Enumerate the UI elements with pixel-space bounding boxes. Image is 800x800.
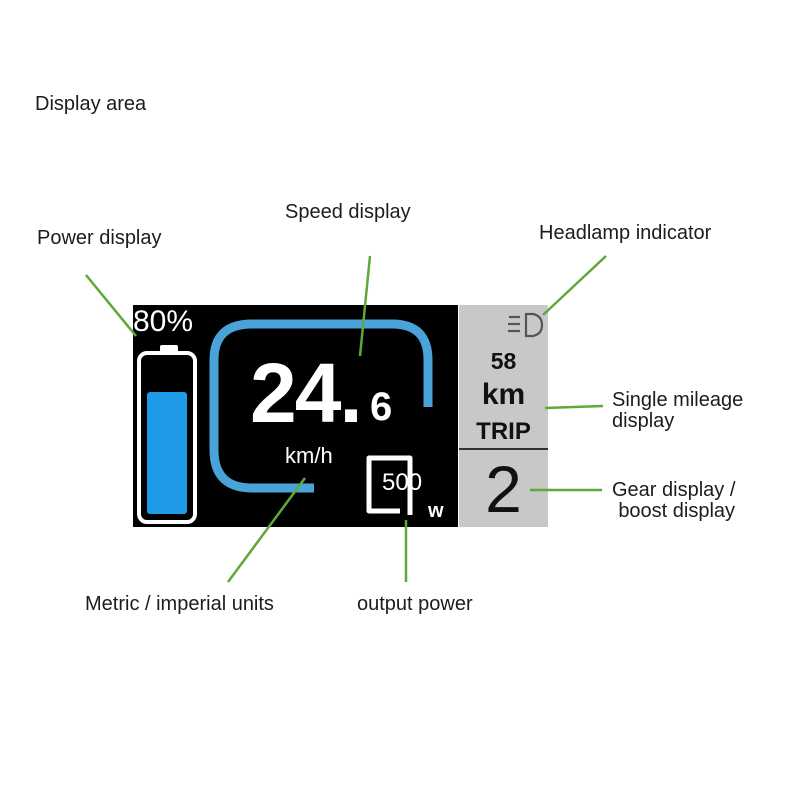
headlamp-bulb xyxy=(524,312,544,338)
leader-line-mileage xyxy=(544,404,604,410)
leader-line-speed xyxy=(358,255,372,357)
label-single-mileage: Single mileage display xyxy=(612,390,743,432)
battery-percentage: 80% xyxy=(133,305,194,338)
headlamp-icon xyxy=(508,312,544,338)
gear-level: 2 xyxy=(485,452,522,526)
label-output-power: output power xyxy=(357,593,473,615)
label-gear-line1: Gear display / xyxy=(612,479,736,501)
side-panel-divider xyxy=(459,448,548,450)
speed-gauge-arc xyxy=(209,319,433,493)
output-power-unit: w xyxy=(428,500,444,522)
label-power-display: Power display xyxy=(37,227,162,249)
leader-line-power xyxy=(85,274,137,337)
battery-icon xyxy=(137,345,197,524)
trip-label: TRIP xyxy=(476,418,531,445)
label-headlamp-indicator: Headlamp indicator xyxy=(539,222,712,244)
label-gear-display: Gear display / boost display xyxy=(612,480,735,522)
label-single-mileage-line2: display xyxy=(612,410,675,432)
output-power-value: 500 xyxy=(382,469,423,496)
label-metric-imperial: Metric / imperial units xyxy=(85,593,274,615)
label-speed-display: Speed display xyxy=(285,201,411,223)
label-gear-line2: boost display xyxy=(618,500,736,522)
battery-fill xyxy=(147,392,187,514)
trip-distance: 58 xyxy=(490,348,517,374)
trip-unit: km xyxy=(481,378,526,411)
speed-value-decimal: 6 xyxy=(370,385,393,429)
diagram-title: Display area xyxy=(35,93,147,115)
leader-line-headlamp xyxy=(542,255,607,316)
speed-unit: km/h xyxy=(285,443,333,468)
output-power-frame xyxy=(366,455,413,515)
speed-value-integer: 24. xyxy=(250,346,363,440)
battery-outline xyxy=(137,351,197,524)
label-single-mileage-line1: Single mileage xyxy=(612,389,744,411)
leader-line-units xyxy=(226,477,307,583)
